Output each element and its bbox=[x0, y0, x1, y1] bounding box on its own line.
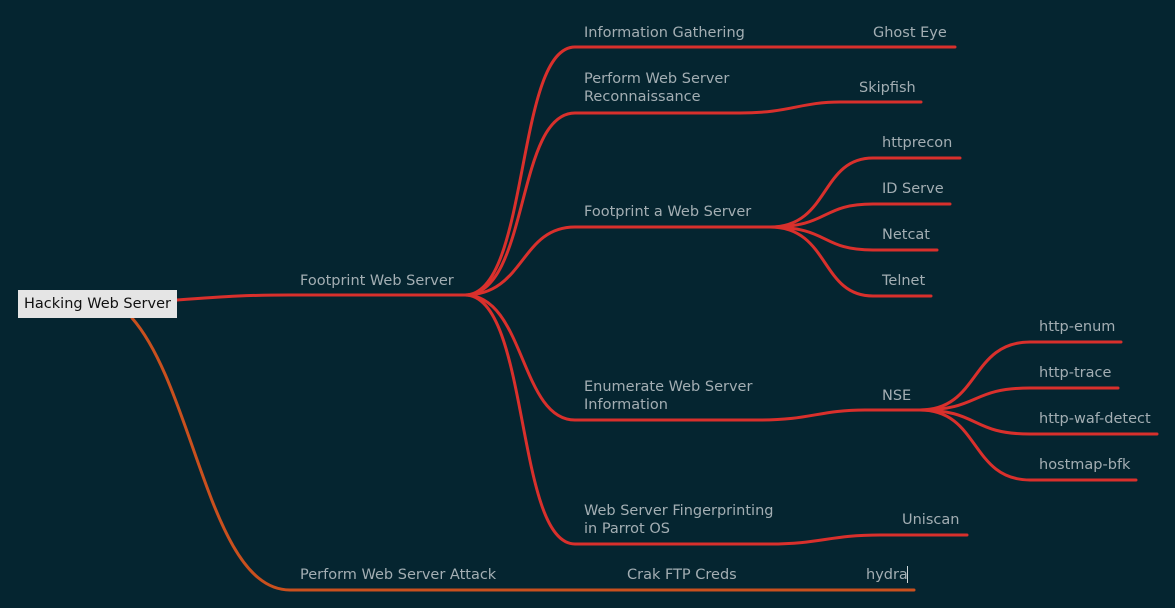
node-http-waf-detect[interactable]: http-waf-detect bbox=[1039, 411, 1151, 427]
node-uniscan[interactable]: Uniscan bbox=[902, 512, 960, 528]
link-fw-httprecon bbox=[768, 156, 962, 229]
node-netcat[interactable]: Netcat bbox=[882, 227, 930, 243]
link-nse-httptrace bbox=[918, 386, 1120, 412]
text-cursor bbox=[907, 566, 908, 583]
link-footprint-info bbox=[463, 45, 957, 297]
node-ghost-eye[interactable]: Ghost Eye bbox=[873, 25, 947, 41]
link-nse-hostmap bbox=[918, 408, 1138, 482]
node-http-trace[interactable]: http-trace bbox=[1039, 365, 1112, 381]
root-node[interactable]: Hacking Web Server bbox=[18, 290, 177, 318]
node-footprint-web-server[interactable]: Footprint Web Server bbox=[300, 273, 454, 289]
node-footprint-a-web-server[interactable]: Footprint a Web Server bbox=[584, 204, 752, 220]
link-footprint-web bbox=[463, 225, 772, 297]
node-fingerprint-line-1[interactable]: Web Server Fingerprinting bbox=[584, 503, 774, 519]
node-crak-ftp-creds[interactable]: Crak FTP Creds bbox=[627, 567, 737, 583]
node-enumerate-line-1[interactable]: Enumerate Web Server bbox=[584, 379, 753, 395]
node-httprecon[interactable]: httprecon bbox=[882, 135, 953, 151]
node-http-enum[interactable]: http-enum bbox=[1039, 319, 1116, 335]
link-fw-netcat bbox=[768, 225, 939, 252]
node-telnet[interactable]: Telnet bbox=[882, 273, 926, 289]
link-fw-idserve bbox=[768, 202, 952, 229]
node-nse[interactable]: NSE bbox=[882, 388, 912, 404]
node-hostmap-bfk[interactable]: hostmap-bfk bbox=[1039, 457, 1131, 473]
link-footprint-enum bbox=[463, 293, 922, 422]
link-root-footprint bbox=[175, 293, 467, 302]
link-root-attack bbox=[130, 316, 612, 592]
link-fw-telnet bbox=[768, 225, 933, 298]
node-enumerate-line-2[interactable]: Information bbox=[584, 397, 668, 413]
node-recon-line-1[interactable]: Perform Web Server bbox=[584, 71, 730, 87]
node-recon-line-2[interactable]: Reconnaissance bbox=[584, 89, 701, 105]
node-id-serve[interactable]: ID Serve bbox=[882, 181, 944, 197]
link-nse-httpwaf bbox=[918, 408, 1159, 436]
link-nse-httpenum bbox=[918, 340, 1123, 412]
node-hydra[interactable]: hydra bbox=[866, 567, 908, 583]
node-fingerprint-line-2[interactable]: in Parrot OS bbox=[584, 521, 670, 537]
link-footprint-recon bbox=[463, 100, 923, 297]
node-perform-web-server-attack[interactable]: Perform Web Server Attack bbox=[300, 567, 497, 583]
link-footprint-fingerprint bbox=[463, 293, 969, 546]
node-skipfish[interactable]: Skipfish bbox=[859, 80, 916, 96]
node-information-gathering[interactable]: Information Gathering bbox=[584, 25, 745, 41]
